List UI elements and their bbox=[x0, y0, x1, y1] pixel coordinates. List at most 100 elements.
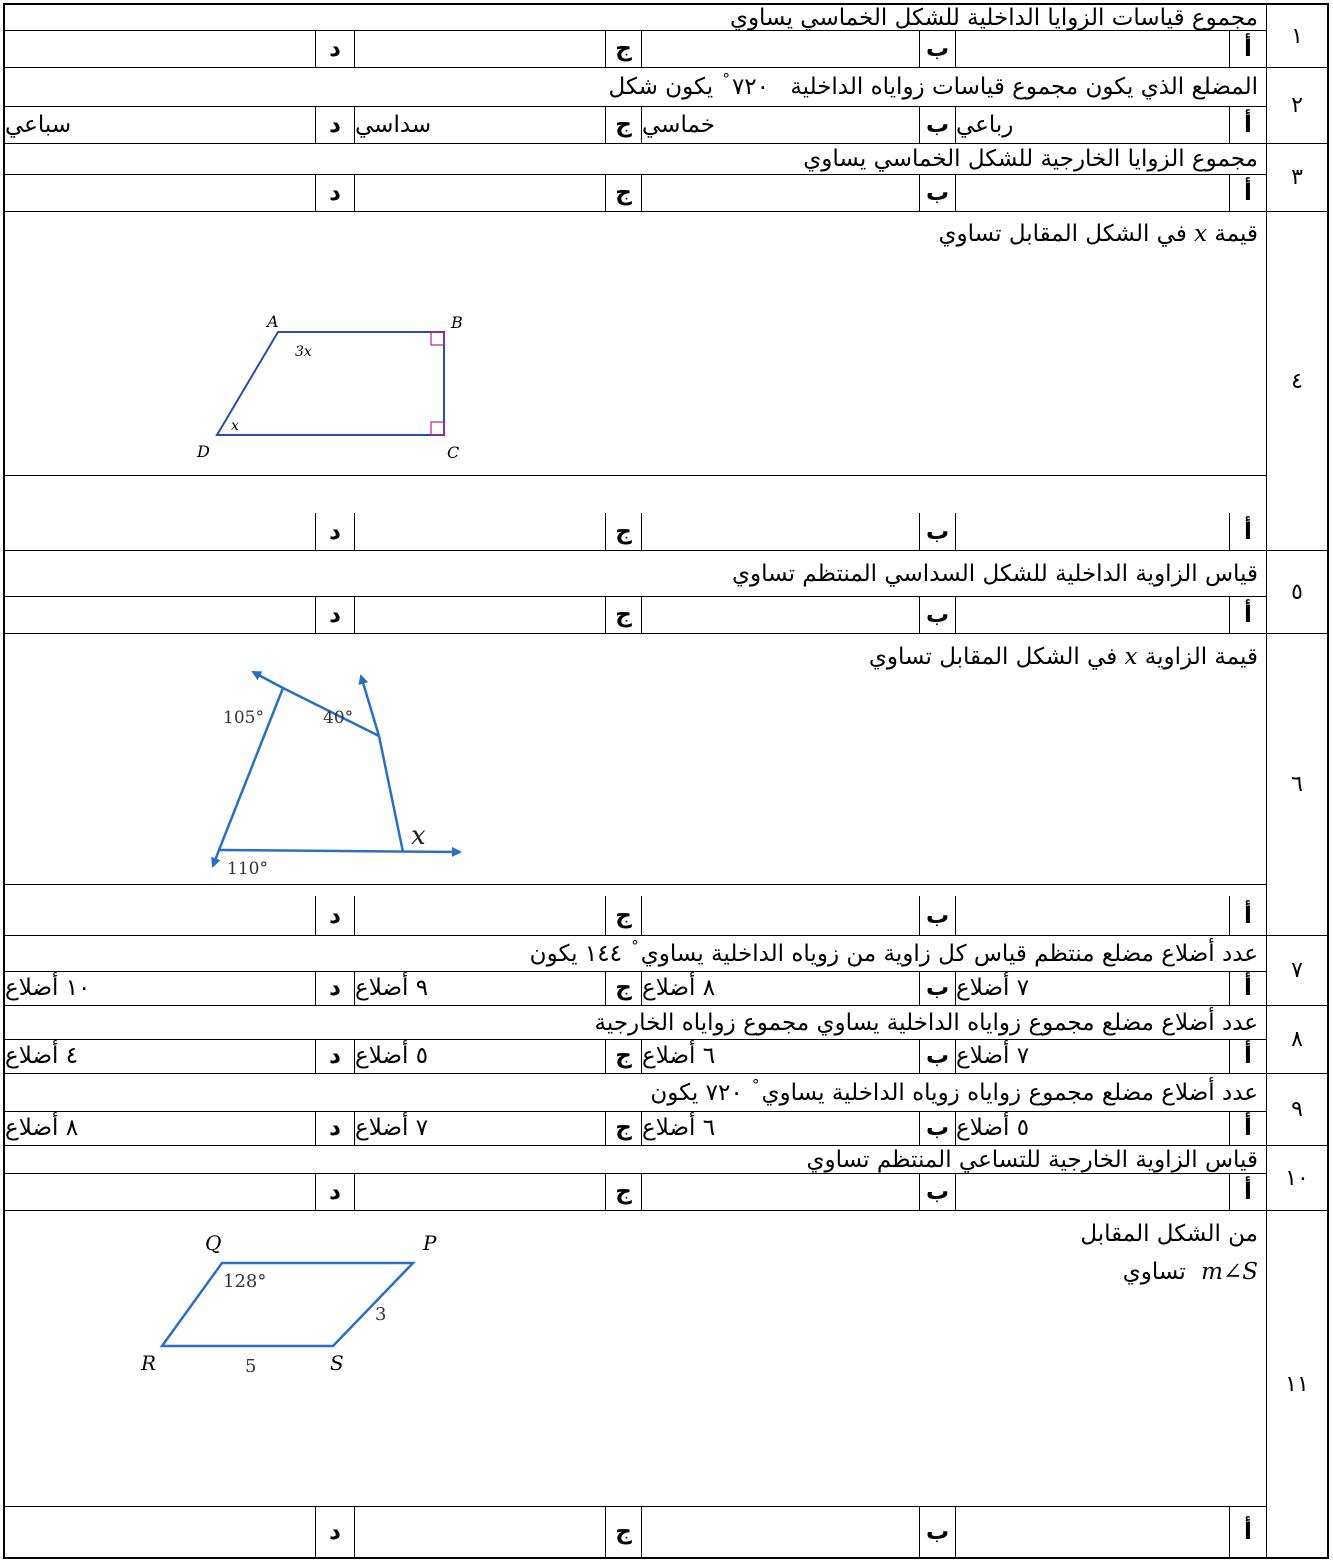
option-b-answer[interactable]: ٨ أضلاع bbox=[641, 971, 919, 1005]
option-letter-c: ج bbox=[605, 1507, 641, 1557]
option-a-answer[interactable] bbox=[955, 174, 1229, 211]
option-letter-d: د bbox=[315, 1039, 354, 1073]
option-a-answer[interactable] bbox=[955, 1173, 1229, 1210]
option-letter-d: د bbox=[315, 174, 354, 211]
ray-arrow-bottom-right bbox=[218, 846, 462, 857]
vertex-label-r: R bbox=[140, 1351, 156, 1375]
option-letter-a: أ bbox=[1229, 596, 1266, 633]
option-d-answer[interactable]: ١٠ أضلاع bbox=[5, 975, 91, 1001]
vertex-label-b: B bbox=[450, 313, 463, 332]
question-text: المضلع الذي يكون مجموع قياسات زواياه الد… bbox=[5, 68, 1266, 107]
parallelogram-shape bbox=[159, 1261, 416, 1348]
question-text: عدد أضلاع مضلع مجموع زواياه زوياه الداخل… bbox=[5, 1074, 1266, 1112]
option-b-answer[interactable] bbox=[641, 1507, 919, 1557]
option-a-answer[interactable]: رباعي bbox=[955, 106, 1229, 143]
option-b-answer[interactable] bbox=[641, 174, 919, 211]
side-label-3: 3 bbox=[375, 1304, 386, 1325]
option-letter-b: ب bbox=[919, 896, 955, 935]
option-b-answer[interactable] bbox=[641, 896, 919, 935]
question-text: من الشكل المقابل m∠S تساوي bbox=[5, 1211, 1266, 1507]
option-d-answer[interactable] bbox=[5, 513, 315, 550]
question-text: مجموع قياسات الزوايا الداخلية للشكل الخم… bbox=[5, 5, 1266, 31]
option-d-answer[interactable] bbox=[5, 596, 315, 633]
question-row: ٧ عدد أضلاع مضلع منتظم قياس كل زاوية من … bbox=[5, 936, 1327, 1006]
option-letter-c: ج bbox=[605, 896, 641, 935]
question-row: ٥ قياس الزاوية الداخلية للشكل السداسي ال… bbox=[5, 551, 1327, 634]
option-d-answer[interactable] bbox=[5, 896, 315, 935]
vertex-label-p: P bbox=[422, 1231, 437, 1255]
option-letter-b: ب bbox=[919, 30, 955, 67]
triangle-exterior-angles-figure: 105° 40° 110° x bbox=[205, 648, 485, 879]
option-letter-d: د bbox=[315, 1507, 354, 1557]
option-c-answer[interactable] bbox=[354, 896, 605, 935]
quiz-table: ١ مجموع قياسات الزوايا الداخلية للشكل ال… bbox=[3, 3, 1329, 1559]
option-letter-a: أ bbox=[1229, 971, 1266, 1005]
question-text: عدد أضلاع مضلع منتظم قياس كل زاوية من زو… bbox=[5, 936, 1266, 972]
option-c-answer[interactable] bbox=[354, 513, 605, 550]
option-letter-c: ج bbox=[605, 971, 641, 1005]
question-text: مجموع الزوايا الخارجية للشكل الخماسي يسا… bbox=[5, 144, 1266, 175]
option-c-answer[interactable]: ٧ أضلاع bbox=[354, 1111, 605, 1145]
option-d-answer[interactable] bbox=[5, 30, 315, 67]
question-row: ٣ مجموع الزوايا الخارجية للشكل الخماسي ي… bbox=[5, 144, 1327, 212]
option-c-answer[interactable]: سداسي bbox=[354, 106, 605, 143]
option-b-answer[interactable] bbox=[641, 596, 919, 633]
option-b-answer[interactable]: خماسي bbox=[641, 106, 919, 143]
question-number: ٦ bbox=[1266, 634, 1327, 935]
options-row: أ ٧ أضلاع ب ٦ أضلاع ج ٥ أضلاع د ٤ أضلاع bbox=[5, 1039, 1266, 1073]
option-d-answer[interactable]: ٤ أضلاع bbox=[5, 1043, 79, 1069]
option-b-answer[interactable]: ٦ أضلاع bbox=[641, 1111, 919, 1145]
option-b-answer[interactable] bbox=[641, 1173, 919, 1210]
question-number: ٥ bbox=[1266, 551, 1327, 633]
options-row: أ ب ج د bbox=[5, 513, 1266, 550]
option-c-answer[interactable] bbox=[354, 596, 605, 633]
question-number: ١٠ bbox=[1266, 1146, 1327, 1210]
option-a-answer[interactable]: ٧ أضلاع bbox=[955, 971, 1229, 1005]
question-text: قيمة x في الشكل المقابل تساوي bbox=[5, 212, 1266, 476]
option-a-answer[interactable] bbox=[955, 896, 1229, 935]
ray-arrow-top-left bbox=[251, 670, 284, 690]
question-number: ٩ bbox=[1266, 1074, 1327, 1145]
option-a-answer[interactable] bbox=[955, 596, 1229, 633]
option-letter-a: أ bbox=[1229, 896, 1266, 935]
option-letter-a: أ bbox=[1229, 1173, 1266, 1210]
option-a-answer[interactable]: ٥ أضلاع bbox=[955, 1111, 1229, 1145]
option-letter-d: د bbox=[315, 971, 354, 1005]
vertex-label-a: A bbox=[265, 312, 279, 331]
option-d-answer[interactable] bbox=[5, 174, 315, 211]
question-row: ١٠ قياس الزاوية الخارجية للتساعي المنتظم… bbox=[5, 1146, 1327, 1211]
option-letter-d: د bbox=[315, 106, 354, 143]
option-b-answer[interactable] bbox=[641, 513, 919, 550]
option-a-answer[interactable] bbox=[955, 30, 1229, 67]
option-c-answer[interactable]: ٩ أضلاع bbox=[354, 971, 605, 1005]
option-a-answer[interactable] bbox=[955, 1507, 1229, 1557]
options-row: أ ب ج د bbox=[5, 174, 1266, 211]
option-c-answer[interactable] bbox=[354, 30, 605, 67]
trapezoid-figure: A B C D 3x x bbox=[185, 312, 485, 472]
option-c-answer[interactable] bbox=[354, 1507, 605, 1557]
triangle-svg: 105° 40° 110° x bbox=[211, 670, 462, 879]
right-angle-marker-c bbox=[430, 421, 445, 436]
options-row: أ ب ج د bbox=[5, 1507, 1266, 1557]
option-b-answer[interactable] bbox=[641, 30, 919, 67]
vertex-label-s: S bbox=[330, 1351, 344, 1375]
option-d-answer[interactable]: سباعي bbox=[5, 111, 72, 138]
option-d-answer[interactable]: ٨ أضلاع bbox=[5, 1115, 79, 1141]
right-angle-marker-b bbox=[430, 331, 445, 346]
option-letter-d: د bbox=[315, 1111, 354, 1145]
option-letter-a: أ bbox=[1229, 1039, 1266, 1073]
option-d-answer[interactable] bbox=[5, 1507, 315, 1557]
option-d-answer[interactable] bbox=[5, 1173, 315, 1210]
option-c-answer[interactable] bbox=[354, 174, 605, 211]
option-b-answer[interactable]: ٦ أضلاع bbox=[641, 1039, 919, 1073]
option-a-answer[interactable] bbox=[955, 513, 1229, 550]
angle-label-105: 105° bbox=[223, 708, 264, 728]
trapezoid-svg: A B C D 3x x bbox=[196, 312, 463, 462]
vertex-label-d: D bbox=[196, 442, 210, 461]
question-number: ٣ bbox=[1266, 144, 1327, 211]
option-a-answer[interactable]: ٧ أضلاع bbox=[955, 1039, 1229, 1073]
option-c-answer[interactable] bbox=[354, 1173, 605, 1210]
option-letter-b: ب bbox=[919, 513, 955, 550]
option-c-answer[interactable]: ٥ أضلاع bbox=[354, 1039, 605, 1073]
question-row: ١ مجموع قياسات الزوايا الداخلية للشكل ال… bbox=[5, 5, 1327, 68]
